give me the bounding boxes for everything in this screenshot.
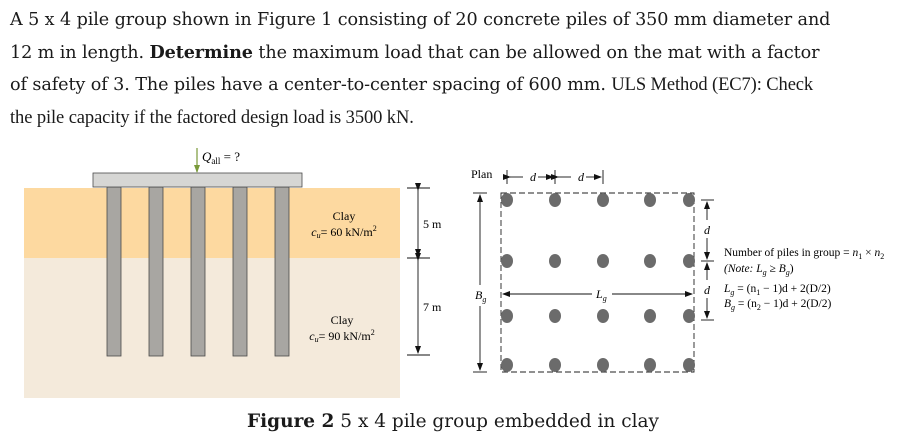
pile-dot — [644, 254, 656, 268]
lg-label: Lg — [595, 287, 607, 303]
upper-clay-layer — [24, 188, 400, 258]
pile-dot — [501, 193, 513, 207]
pile — [148, 186, 164, 357]
pile-dot — [501, 254, 513, 268]
figure-caption-text: 5 x 4 pile group embedded in clay — [334, 411, 659, 432]
pile-grid — [501, 193, 695, 372]
pile — [106, 186, 122, 357]
figure-caption: Figure 2 5 x 4 pile group embedded in cl… — [0, 411, 906, 432]
pile-dot — [683, 254, 695, 268]
bg-formula: Bg = (n2 − 1)d + 2(D/2) — [724, 298, 831, 312]
pile-count-formula: Number of piles in group = n1 × n2 — [724, 247, 884, 261]
piles — [106, 186, 290, 357]
figure-label: Figure 2 — [247, 411, 335, 432]
pile-dot — [683, 309, 695, 323]
load-label: Qall = ? — [202, 149, 240, 166]
pile — [274, 186, 290, 357]
pile-dot — [597, 193, 609, 207]
spacing-label: d — [704, 223, 711, 237]
plan-title: Plan — [471, 167, 492, 181]
plan-view: Plan d d — [471, 167, 884, 373]
problem-line-4: the pile capacity if the factored design… — [10, 107, 414, 128]
lower-layer-cu: cu= 90 kN/m2 — [309, 328, 374, 344]
right-spacing-dimension — [701, 199, 714, 321]
note-lg-ge-bg: (Note: Lg ≥ Bg) — [724, 263, 794, 277]
pile-dot — [644, 358, 656, 372]
lower-layer-thickness: 7 m — [423, 300, 442, 314]
spacing-label: d — [578, 170, 585, 184]
pile-dot — [549, 358, 561, 372]
pile-dot — [501, 309, 513, 323]
pile-cap — [92, 172, 303, 188]
pile-dot — [683, 193, 695, 207]
lower-layer-name: Clay — [331, 313, 354, 327]
pile — [190, 186, 206, 357]
pile-dot — [644, 309, 656, 323]
depth-dimension — [407, 183, 430, 356]
pile-dot — [597, 254, 609, 268]
bg-dimension — [473, 192, 487, 373]
pile-dot — [549, 309, 561, 323]
bg-label: Bg — [475, 288, 486, 304]
upper-layer-name: Clay — [333, 209, 356, 223]
section-view: Qall = ? Clay cu= 60 kN/m2 Clay cu= 90 k… — [24, 148, 442, 398]
pile-dot — [597, 358, 609, 372]
lower-clay-layer — [24, 258, 400, 398]
pile-dot — [549, 193, 561, 207]
group-formulas: Number of piles in group = n1 × n2 (Note… — [723, 247, 884, 312]
determine-keyword: Determine — [149, 41, 253, 63]
upper-layer-thickness: 5 m — [423, 217, 442, 231]
problem-line-1: A 5 x 4 pile group shown in Figure 1 con… — [10, 10, 831, 30]
spacing-label: d — [704, 283, 711, 297]
pile-dot — [501, 358, 513, 372]
pile-dot — [597, 309, 609, 323]
upper-layer-cu: cu= 60 kN/m2 — [311, 224, 376, 240]
problem-line-2: 12 m in length. Determine the maximum lo… — [10, 41, 820, 63]
top-spacing-dimension — [503, 170, 604, 184]
spacing-label: d — [530, 170, 537, 184]
pile-dot — [644, 193, 656, 207]
pile — [232, 186, 248, 357]
lg-formula: Lg = (n1 − 1)d + 2(D/2) — [723, 283, 831, 297]
problem-line-3: of safety of 3. The piles have a center-… — [10, 75, 814, 95]
problem-statement: A 5 x 4 pile group shown in Figure 1 con… — [10, 4, 900, 134]
group-outline — [500, 192, 695, 373]
pile-dot — [549, 254, 561, 268]
pile-dot — [683, 358, 695, 372]
